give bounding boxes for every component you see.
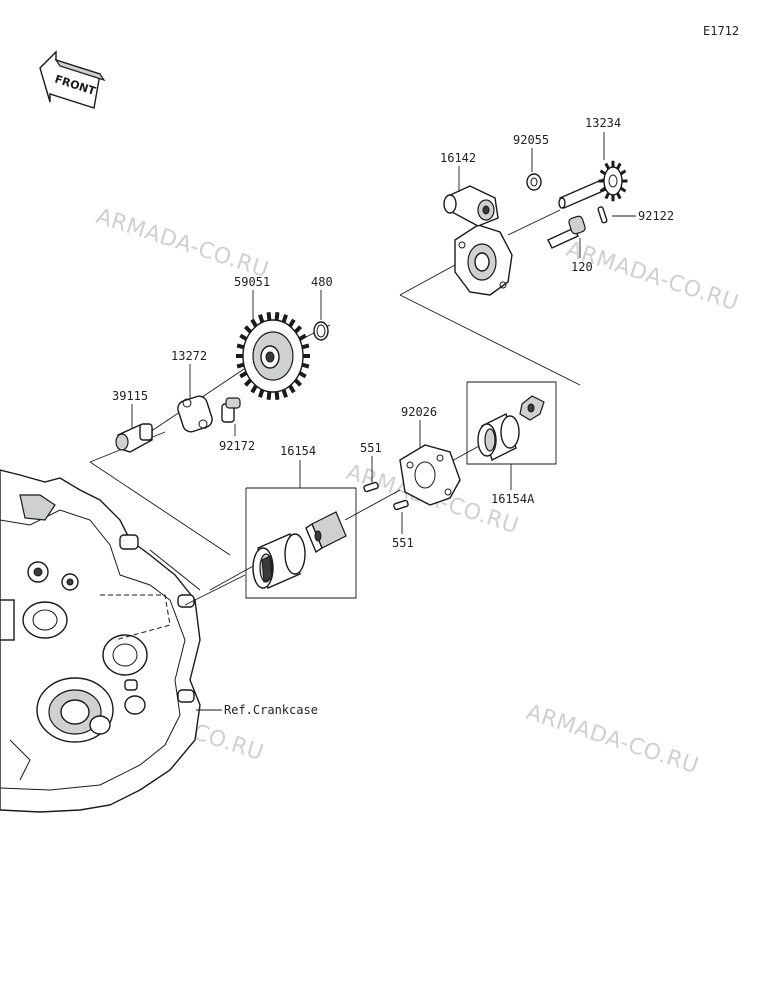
label-92122: 92122 xyxy=(638,209,674,223)
part-16154A-outer-rotor[interactable] xyxy=(477,412,520,462)
box-16154A xyxy=(466,381,557,490)
label-59051: 59051 xyxy=(234,275,270,289)
part-16154-inner-rotor[interactable] xyxy=(305,511,347,554)
label-13272: 13272 xyxy=(171,349,207,363)
part-92026[interactable] xyxy=(399,444,461,506)
label-480: 480 xyxy=(311,275,333,289)
part-39115[interactable] xyxy=(115,423,153,453)
part-13234[interactable] xyxy=(558,160,628,209)
oil-pump-body[interactable] xyxy=(454,224,513,296)
part-551-lower[interactable] xyxy=(393,499,409,511)
part-480[interactable] xyxy=(313,321,329,341)
part-13272[interactable] xyxy=(176,394,214,434)
watermark-2: ARMADA-CO.RU xyxy=(563,237,742,316)
label-120: 120 xyxy=(571,260,593,274)
box-16154 xyxy=(245,460,357,599)
label-92055: 92055 xyxy=(513,133,549,147)
part-16154-outer-rotor[interactable] xyxy=(252,533,306,589)
label-13234: 13234 xyxy=(585,116,621,130)
diagram-code: E1712 xyxy=(703,24,739,38)
label-39115: 39115 xyxy=(112,389,148,403)
part-16154A-inner-rotor[interactable] xyxy=(519,395,545,421)
front-arrow-icon: FRONT xyxy=(39,50,106,109)
part-92172[interactable] xyxy=(221,397,241,423)
part-92055[interactable] xyxy=(526,173,542,191)
part-551-upper[interactable] xyxy=(363,481,379,493)
label-92172: 92172 xyxy=(219,439,255,453)
label-551-upper: 551 xyxy=(360,441,382,455)
part-120[interactable] xyxy=(547,215,586,249)
label-16154A: 16154A xyxy=(491,492,535,506)
label-16142: 16142 xyxy=(440,151,476,165)
part-16142[interactable] xyxy=(443,185,499,227)
watermark-1: ARMADA-CO.RU xyxy=(93,204,272,283)
label-551-lower: 551 xyxy=(392,536,414,550)
part-59051[interactable] xyxy=(236,312,310,400)
part-92122[interactable] xyxy=(597,206,608,224)
crankcase-reference xyxy=(0,469,201,813)
label-16154: 16154 xyxy=(280,444,316,458)
watermark-5: ARMADA-CO.RU xyxy=(523,700,702,779)
ref-crankcase-label: Ref.Crankcase xyxy=(224,703,318,717)
label-92026: 92026 xyxy=(401,405,437,419)
